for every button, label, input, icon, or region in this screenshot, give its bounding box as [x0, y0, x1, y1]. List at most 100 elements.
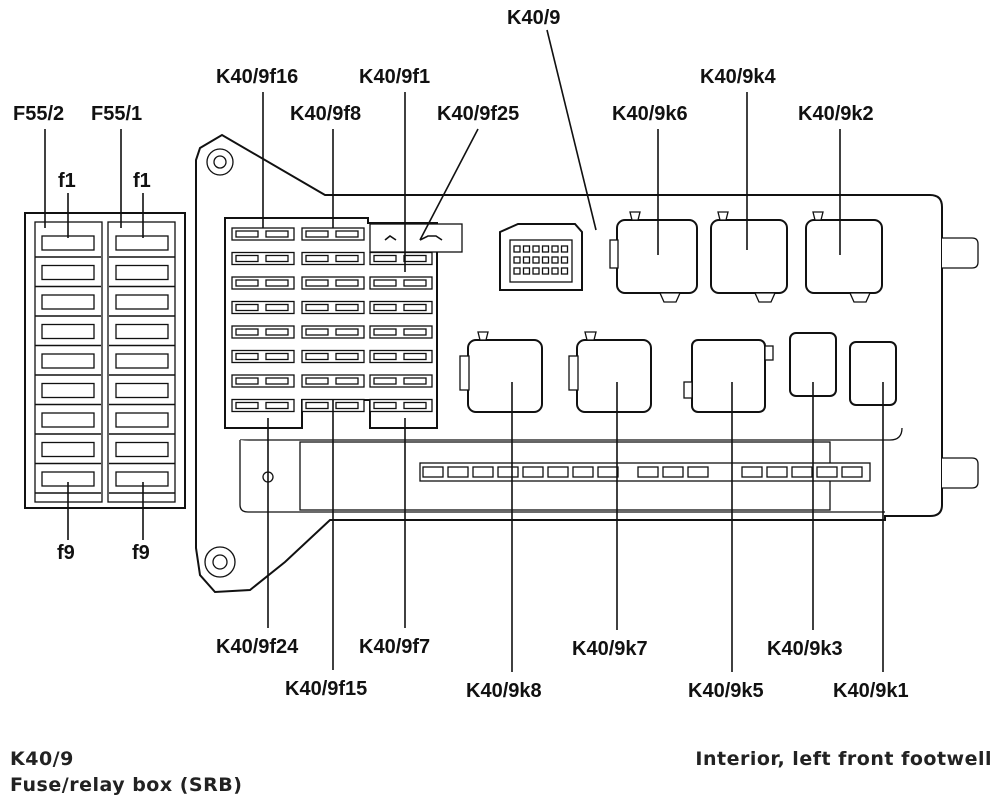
busbar-contact: [422, 466, 444, 478]
label-k40-9f7: K40/9f7: [359, 636, 430, 658]
mini-fuse-blade: [403, 303, 427, 312]
label-k40-9f1: K40/9f1: [359, 66, 430, 88]
busbar-contact: [522, 466, 544, 478]
mini-fuse-blade: [373, 328, 397, 336]
mini-fuse-blade: [373, 254, 397, 263]
label-f55-1: F55/1: [91, 103, 142, 125]
mini-fuse-blade: [403, 377, 427, 385]
mini-fuse-blade: [403, 279, 427, 287]
mini-fuse-blade: [335, 352, 359, 361]
fuse-strips-f55: [24, 212, 186, 509]
mini-fuse-blade: [265, 401, 289, 410]
blade-fuse: [115, 294, 169, 310]
label-k40-9f15: K40/9f15: [285, 678, 367, 700]
label-k40-9k4: K40/9k4: [700, 66, 776, 88]
mini-fuse-blade: [335, 254, 359, 263]
relays-bottom: [459, 331, 897, 413]
connector-pin: [560, 245, 569, 253]
connector-pin: [551, 267, 559, 275]
label-k40-9: K40/9: [507, 7, 560, 29]
connector-pin: [532, 267, 540, 275]
mini-fuse-blade: [403, 401, 427, 410]
label-k40-9k5: K40/9k5: [688, 680, 764, 702]
footer-location: Interior, left front footwell: [695, 748, 992, 770]
busbar-contact: [447, 466, 469, 478]
mini-fuse-blade: [335, 279, 359, 287]
label-k40-9k1: K40/9k1: [833, 680, 909, 702]
mini-fuse-blade: [235, 230, 259, 238]
mini-fuse-blade: [235, 352, 259, 361]
busbar-contact: [766, 466, 788, 478]
mini-fuse-blade: [265, 230, 289, 238]
connector-pin: [560, 256, 569, 264]
connector-pin: [541, 245, 550, 253]
connector-pin: [522, 267, 531, 275]
mini-fuse-blade: [403, 352, 427, 361]
mini-fuse-blade: [335, 401, 359, 410]
relays-top: [609, 211, 883, 303]
busbar-contact: [791, 466, 813, 478]
busbar-contact: [472, 466, 494, 478]
labels: K40/9 K40/9f16 K40/9f1 K40/9k4 F55/2 F55…: [13, 7, 909, 702]
label-k40-9k6: K40/9k6: [612, 103, 688, 125]
label-k40-9f8: K40/9f8: [290, 103, 361, 125]
label-k40-9f25: K40/9f25: [437, 103, 519, 125]
fuse-block: [224, 217, 463, 429]
mini-fuse-blade: [305, 328, 329, 336]
busbar-contact: [741, 466, 763, 478]
busbar-contact: [497, 466, 519, 478]
busbar-contact: [597, 466, 619, 478]
label-f1-right: f1: [133, 170, 151, 192]
mini-fuse-blade: [235, 279, 259, 287]
connector-pin: [513, 267, 521, 275]
blade-fuse: [115, 235, 169, 251]
footer-description: Fuse/relay box (SRB): [10, 774, 243, 796]
connector-pin: [541, 256, 550, 264]
mini-fuse-blade: [335, 303, 359, 312]
mini-fuse-blade: [335, 377, 359, 385]
mini-fuse-blade: [235, 303, 259, 312]
label-k40-9k2: K40/9k2: [798, 103, 874, 125]
mini-fuse-blade: [335, 230, 359, 238]
mini-fuse-blade: [335, 328, 359, 336]
mini-fuse-blade: [305, 352, 329, 361]
blade-fuse: [41, 323, 95, 340]
blade-fuse: [115, 471, 169, 487]
busbar-contact: [572, 466, 594, 478]
mini-fuse-blade: [305, 401, 329, 410]
blade-fuse: [115, 441, 169, 458]
mini-fuse-blade: [403, 328, 427, 336]
mini-fuse-blade: [305, 377, 329, 385]
blade-fuse: [41, 294, 95, 310]
blade-fuse: [115, 382, 169, 399]
mini-fuse-blade: [265, 377, 289, 385]
blade-fuse: [115, 264, 169, 281]
connector-pin: [522, 256, 531, 264]
label-k40-9k3: K40/9k3: [767, 638, 843, 660]
mini-fuse-blade: [305, 254, 329, 263]
connector-pin: [513, 245, 521, 253]
blade-fuse: [41, 412, 95, 428]
mini-fuse-blade: [403, 254, 427, 263]
mini-fuse-blade: [265, 303, 289, 312]
mini-fuse-blade: [265, 352, 289, 361]
busbar-contact: [841, 466, 863, 478]
connector-pin: [551, 256, 559, 264]
mini-fuse-blade: [235, 377, 259, 385]
mini-fuse-blade: [373, 377, 397, 385]
mini-fuse-blade: [305, 230, 329, 238]
mini-fuse-blade: [373, 279, 397, 287]
fuse-relay-box-diagram: K40/9 K40/9f16 K40/9f1 K40/9k4 F55/2 F55…: [13, 7, 979, 702]
connector-pin: [551, 245, 559, 253]
mini-fuse-blade: [235, 328, 259, 336]
connector-pin: [532, 245, 540, 253]
mini-fuse-blade: [373, 303, 397, 312]
label-k40-9f16: K40/9f16: [216, 66, 298, 88]
blade-fuse: [41, 382, 95, 399]
mini-fuse-blade: [305, 303, 329, 312]
mini-fuse-blade: [373, 401, 397, 410]
mini-fuse-blade: [265, 254, 289, 263]
label-f1-left: f1: [58, 170, 76, 192]
blade-fuse: [115, 323, 169, 340]
label-f9-left: f9: [57, 542, 75, 564]
